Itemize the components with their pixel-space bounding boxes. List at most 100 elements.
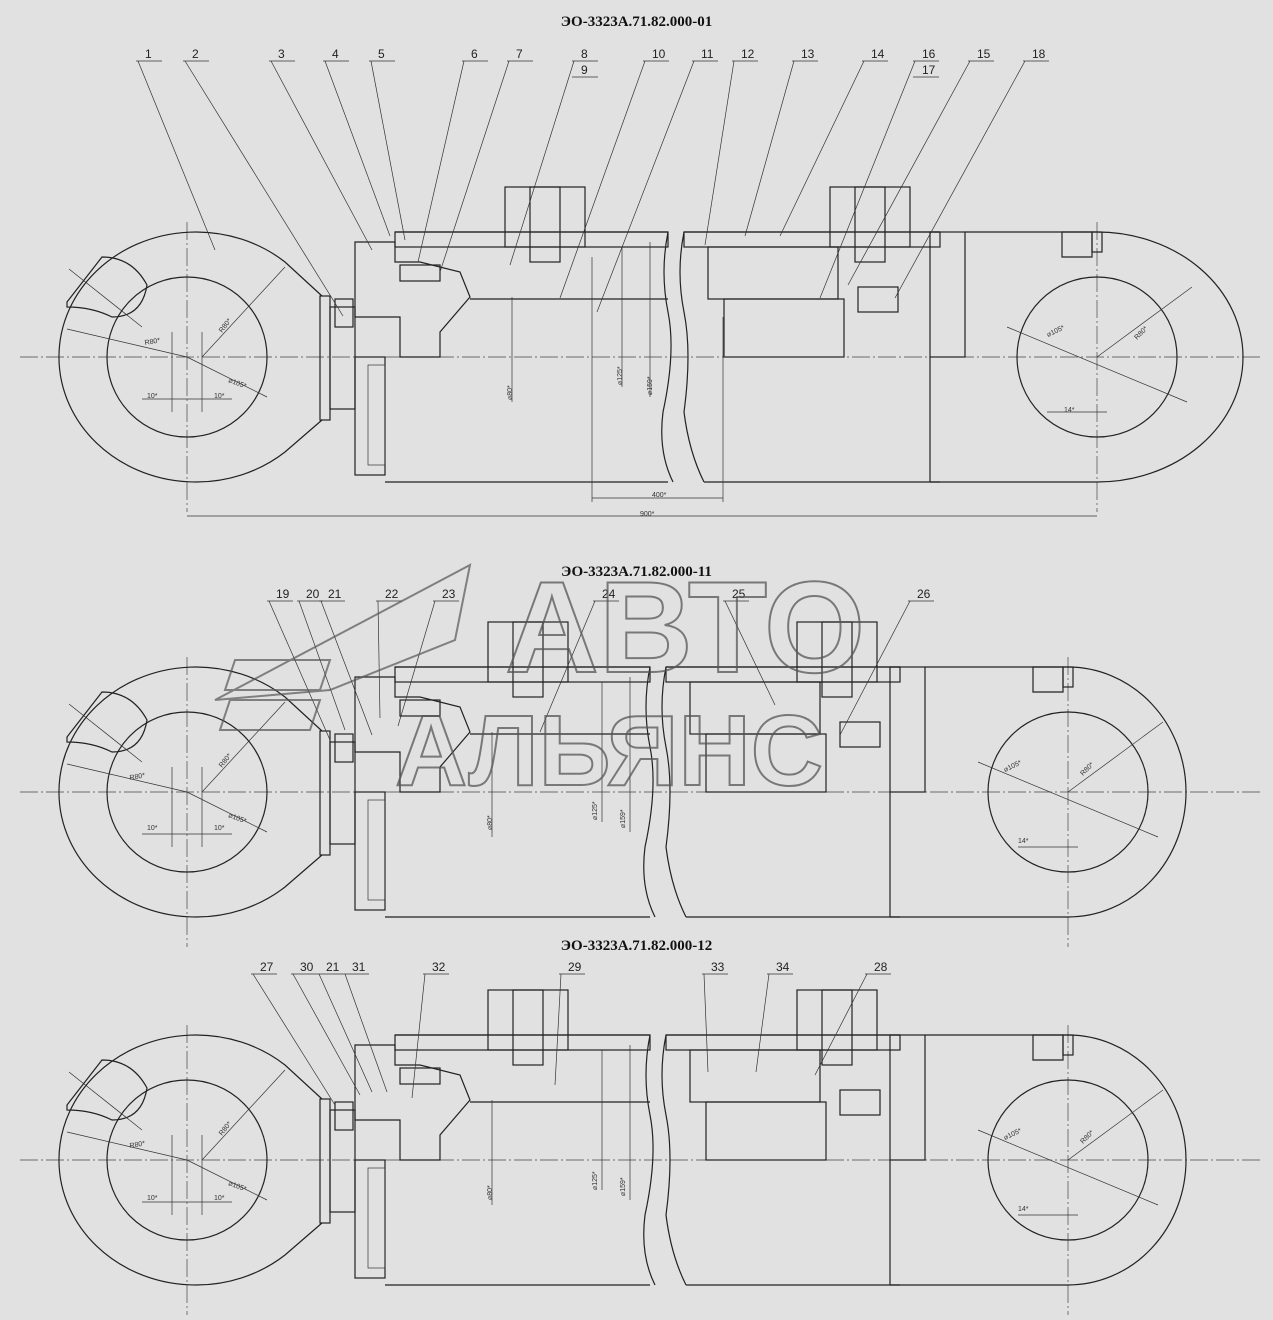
grease-fitting-section	[66, 1059, 148, 1121]
gland-section	[354, 241, 471, 358]
dim-line	[66, 1131, 188, 1161]
callout-label: 21	[328, 587, 342, 601]
callout-leader	[744, 60, 795, 237]
dimension-label: ⌀80*	[507, 385, 514, 400]
callout-leader	[894, 60, 1026, 299]
rod-seal	[399, 264, 441, 282]
cylinder-view-1: R80*R80*⌀105*10*10*⌀80*⌀125*⌀159*⌀105*R8…	[20, 587, 1260, 947]
dimension-label: 900*	[640, 511, 655, 518]
grease-nipple	[1091, 231, 1103, 253]
callout-label: 3	[278, 47, 285, 61]
end-cap-section	[929, 231, 966, 358]
callout-leader	[298, 600, 346, 731]
callout-leader	[397, 600, 436, 727]
callout-label: 4	[332, 47, 339, 61]
callout-leader	[411, 973, 426, 1099]
right-grease-section	[1032, 1034, 1064, 1061]
right-eye-bore	[987, 1079, 1149, 1241]
callout-leader	[417, 60, 465, 263]
break-line	[661, 1034, 687, 1286]
grease-fitting-section	[66, 691, 148, 753]
callout-label: 7	[516, 47, 523, 61]
grease-channel	[68, 703, 143, 763]
callout-leader	[839, 600, 911, 736]
callout-label: 24	[602, 587, 616, 601]
left-eye-bore	[106, 276, 268, 438]
dim-line	[1067, 721, 1164, 793]
grease-channel	[68, 268, 143, 328]
dimension-label: 14*	[1064, 407, 1075, 414]
watermark-emblem	[214, 563, 472, 731]
callout-label: 30	[300, 960, 314, 974]
callout-label: 17	[922, 63, 936, 77]
dim-line	[977, 1129, 1159, 1206]
piston-nut	[857, 286, 899, 313]
dimension-label: ⌀105*	[227, 377, 247, 390]
callout-leader	[137, 60, 216, 251]
callout-leader	[320, 600, 373, 736]
tube-wall-section	[394, 1034, 651, 1051]
dimension-label: R80*	[1079, 761, 1095, 777]
dimension-label: 14*	[1018, 838, 1029, 845]
dim-line	[201, 701, 286, 793]
callout-label: 13	[801, 47, 815, 61]
callout-leader	[184, 60, 344, 317]
left-eye-bore	[106, 1079, 268, 1241]
break-line	[661, 666, 687, 918]
callout-label: 12	[741, 47, 755, 61]
callout-leader	[439, 60, 510, 273]
dim-line	[1067, 1089, 1164, 1161]
rod-end-collar	[319, 1098, 331, 1224]
dimension-label: ⌀105*	[227, 812, 247, 825]
callout-label: 5	[378, 47, 385, 61]
right-eye-outline	[930, 231, 1244, 483]
dim-line	[1006, 326, 1188, 403]
rod-seal	[399, 699, 441, 717]
right-eye-outline	[890, 666, 1187, 918]
callout-label: 1	[145, 47, 152, 61]
dimension-label: ⌀80*	[487, 815, 494, 830]
dimension-label: 10*	[147, 393, 158, 400]
rod-neck	[329, 306, 356, 410]
rod-neck	[329, 741, 356, 845]
dimension-label: ⌀105*	[1003, 759, 1023, 773]
callout-label: 16	[922, 47, 936, 61]
callout-label: 27	[260, 960, 274, 974]
callout-leader	[704, 60, 735, 246]
flange-bolt-slot	[854, 186, 886, 263]
dimension-label: R80*	[1079, 1129, 1095, 1145]
callout-label: 32	[432, 960, 446, 974]
tube-wall-section	[683, 231, 941, 248]
right-eye-bore	[987, 711, 1149, 873]
rod-gland-lower	[354, 356, 386, 476]
end-cap-section	[889, 1034, 926, 1161]
cylinder-view-2: R80*R80*⌀105*10*10*⌀80*⌀125*⌀159*⌀105*R8…	[20, 960, 1260, 1315]
callout-label: 8	[581, 47, 588, 61]
callout-label: 11	[701, 47, 714, 61]
callout-label: 21	[326, 960, 340, 974]
left-eye-outline	[58, 231, 323, 483]
callout-leader	[724, 600, 776, 706]
dim-line	[201, 266, 286, 358]
dimension-label: 400*	[652, 492, 667, 499]
dim-line	[977, 761, 1159, 838]
dimension-label: R80*	[144, 337, 161, 347]
watermark-text: АВТО	[505, 554, 865, 700]
gland-nut	[367, 364, 386, 466]
callout-label: 10	[652, 47, 666, 61]
gland-section	[354, 1044, 471, 1161]
end-cap-section	[889, 666, 926, 793]
rod-end-collar	[319, 730, 331, 856]
callout-leader	[377, 600, 381, 719]
dimension-label: ⌀125*	[592, 801, 599, 820]
callout-label: 33	[711, 960, 725, 974]
callout-label: 25	[732, 587, 746, 601]
callout-leader	[703, 973, 709, 1073]
break-line	[661, 231, 674, 483]
callout-leader	[318, 973, 373, 1093]
left-eye-bore	[106, 711, 268, 873]
wiper-seal	[334, 1101, 354, 1131]
callout-label: 14	[871, 47, 885, 61]
dimension-label: ⌀159*	[647, 376, 654, 395]
